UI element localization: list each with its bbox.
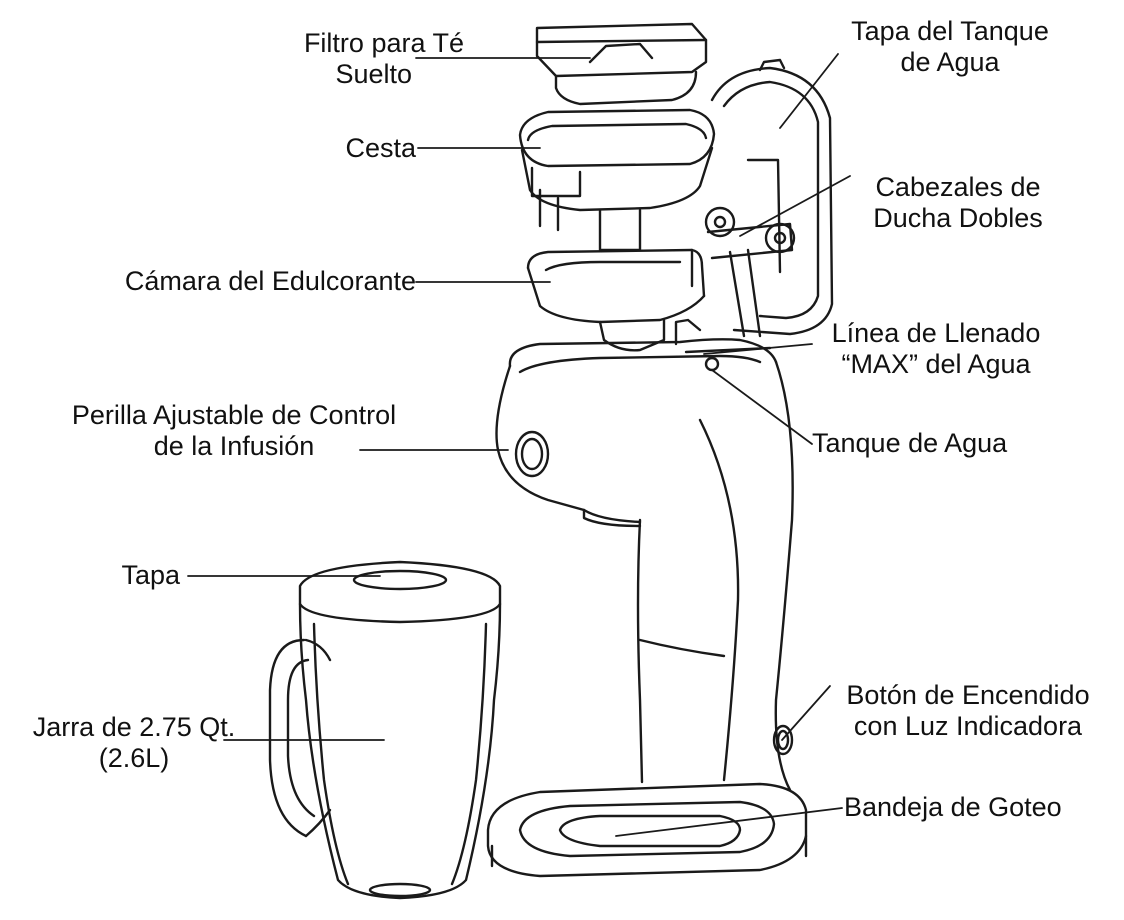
label-bandeja-goteo: Bandeja de Goteo: [844, 792, 1114, 823]
leader-cabezales: [739, 175, 851, 237]
label-filtro-te-suelto: Filtro para Té Suelto: [216, 28, 464, 90]
label-jarra: Jarra de 2.75 Qt. (2.6L): [4, 712, 264, 774]
label-cabezales-line-1: Cabezales de: [875, 172, 1041, 202]
label-bandeja-line-1: Bandeja de Goteo: [844, 792, 1062, 822]
label-boton-line-1: Botón de Encendido: [846, 680, 1090, 710]
label-cesta-line-1: Cesta: [345, 133, 416, 163]
label-tapa-line-1: Tapa: [121, 560, 180, 590]
leader-bandeja: [615, 807, 843, 837]
sweetener-chamber-part: [526, 248, 706, 352]
label-tapa-tanque-agua: Tapa del Tanque de Agua: [830, 16, 1070, 78]
label-tapa-tanque-line-1: Tapa del Tanque: [851, 16, 1049, 46]
label-cabezales-line-2: Ducha Dobles: [873, 203, 1043, 233]
label-jarra-line-1: Jarra de 2.75 Qt.: [32, 712, 236, 742]
brew-knob-part: [514, 430, 550, 478]
label-cabezales-ducha: Cabezales de Ducha Dobles: [846, 172, 1070, 234]
label-perilla-line-2: de la Infusión: [153, 431, 315, 461]
label-camara-edulcorante: Cámara del Edulcorante: [16, 266, 416, 297]
pitcher-part: [268, 560, 502, 900]
label-perilla-line-1: Perilla Ajustable de Control: [71, 400, 397, 430]
water-tank-lid-part: [704, 58, 834, 338]
loose-tea-filter-part: [535, 22, 708, 106]
label-filtro-line-1: Filtro para Té: [303, 28, 464, 58]
label-camara-line-1: Cámara del Edulcorante: [124, 266, 416, 296]
label-linea-llenado-max: Línea de Llenado “MAX” del Agua: [808, 318, 1064, 380]
label-cesta: Cesta: [300, 133, 416, 164]
label-tapa: Tapa: [80, 560, 180, 591]
leader-linea: [703, 343, 813, 355]
label-tanque-line-1: Tanque de Agua: [812, 428, 1008, 458]
label-tanque-agua: Tanque de Agua: [812, 428, 1072, 459]
leader-boton: [781, 685, 831, 741]
brew-basket-part: [518, 108, 716, 252]
leader-lines: [187, 53, 851, 837]
label-perilla-control-infusion: Perilla Ajustable de Control de la Infus…: [22, 400, 446, 462]
label-boton-encendido: Botón de Encendido con Luz Indicadora: [818, 680, 1118, 742]
label-jarra-line-2: (2.6L): [98, 743, 170, 773]
brewer-body-part: [495, 318, 794, 792]
label-linea-line-2: “MAX” del Agua: [841, 349, 1031, 379]
label-boton-line-2: con Luz Indicadora: [853, 711, 1083, 741]
label-filtro-line-2: Suelto: [335, 59, 412, 89]
drip-tray-part: [486, 782, 808, 878]
leader-tanque: [711, 369, 813, 445]
label-linea-line-1: Línea de Llenado: [831, 318, 1041, 348]
leader-tapa-tanque: [779, 53, 839, 129]
power-button-part: [772, 724, 794, 756]
label-tapa-tanque-line-2: de Agua: [900, 47, 1000, 77]
